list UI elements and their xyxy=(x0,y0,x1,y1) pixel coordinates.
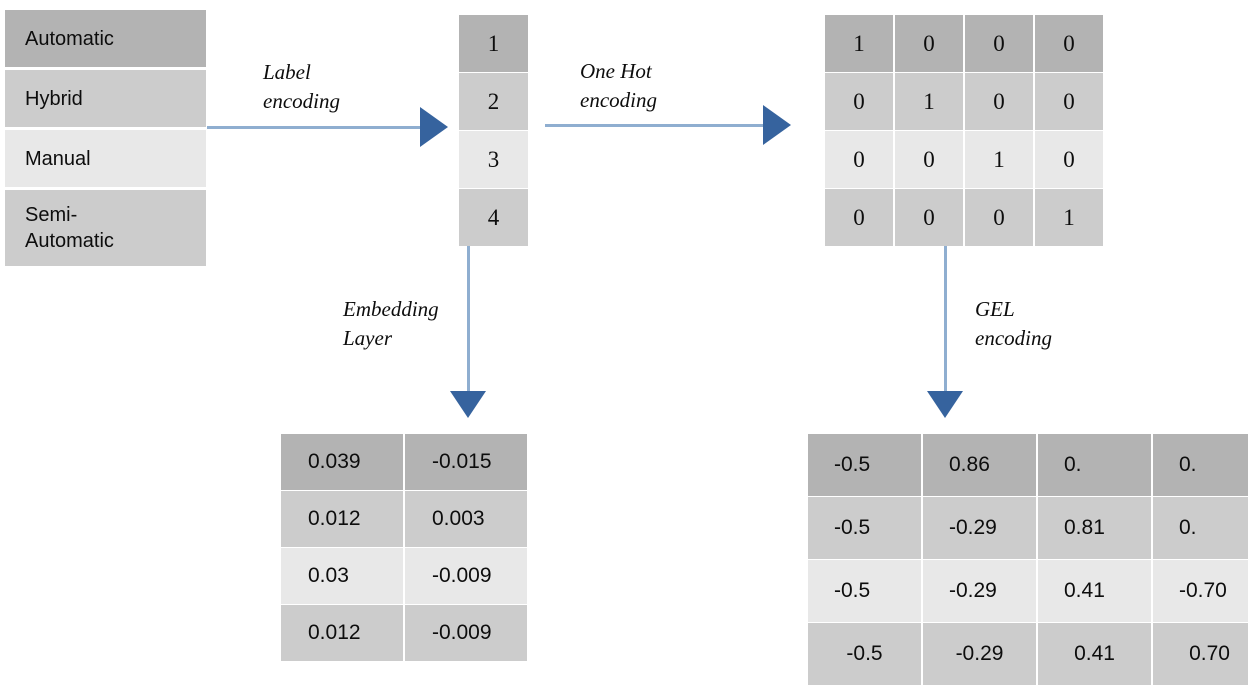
embedding-cell-r3c1: 0.03 xyxy=(281,548,403,604)
gel-cell-r2c1: -0.5 xyxy=(808,497,921,559)
gel-cell-r4c4: 0.70 xyxy=(1153,623,1248,685)
category-item-automatic: Automatic xyxy=(5,10,206,67)
onehot-cell-r1c1: 1 xyxy=(825,15,893,72)
gel-cell-r4c2: -0.29 xyxy=(923,623,1036,685)
original-categories-table: Automatic Hybrid Manual Semi- Automatic xyxy=(5,10,206,266)
embedding-cell-r4c2: -0.009 xyxy=(405,605,527,661)
onehot-cell-r4c2: 0 xyxy=(895,189,963,246)
label-value-1: 1 xyxy=(459,15,528,72)
gel-cell-r4c3: 0.41 xyxy=(1038,623,1151,685)
gel-cell-r1c4: 0. xyxy=(1153,434,1248,496)
label-encoding-caption: Label encoding xyxy=(263,60,340,113)
embedding-layer-arrow-line xyxy=(467,246,470,394)
gel-matrix-table: -0.5 0.86 0. 0. -0.5 -0.29 0.81 0. -0.5 … xyxy=(808,434,1248,685)
onehot-cell-r1c3: 0 xyxy=(965,15,1033,72)
onehot-cell-r3c1: 0 xyxy=(825,131,893,188)
one-hot-encoding-arrow-head xyxy=(763,105,791,145)
gel-encoding-caption: GEL encoding xyxy=(975,297,1052,350)
embedding-cell-r3c2: -0.009 xyxy=(405,548,527,604)
onehot-cell-r4c4: 1 xyxy=(1035,189,1103,246)
embedding-layer-caption: Embedding Layer xyxy=(343,297,439,350)
one-hot-encoding-caption: One Hot encoding xyxy=(580,59,657,112)
onehot-cell-r2c2: 1 xyxy=(895,73,963,130)
onehot-cell-r2c1: 0 xyxy=(825,73,893,130)
gel-encoding-arrow-head xyxy=(927,391,963,418)
onehot-cell-r4c3: 0 xyxy=(965,189,1033,246)
gel-cell-r3c2: -0.29 xyxy=(923,560,1036,622)
embedding-cell-r1c2: -0.015 xyxy=(405,434,527,490)
gel-cell-r2c3: 0.81 xyxy=(1038,497,1151,559)
onehot-cell-r3c2: 0 xyxy=(895,131,963,188)
gel-cell-r1c3: 0. xyxy=(1038,434,1151,496)
embedding-cell-r1c1: 0.039 xyxy=(281,434,403,490)
label-encoded-table: 1 2 3 4 xyxy=(459,15,528,246)
gel-cell-r3c4: -0.70 xyxy=(1153,560,1248,622)
onehot-cell-r1c4: 0 xyxy=(1035,15,1103,72)
category-item-hybrid: Hybrid xyxy=(5,70,206,127)
onehot-cell-r3c3: 1 xyxy=(965,131,1033,188)
onehot-cell-r2c4: 0 xyxy=(1035,73,1103,130)
gel-cell-r1c1: -0.5 xyxy=(808,434,921,496)
embedding-layer-arrow-head xyxy=(450,391,486,418)
category-item-semi-automatic: Semi- Automatic xyxy=(5,190,206,266)
embedding-matrix-table: 0.039 -0.015 0.012 0.003 0.03 -0.009 0.0… xyxy=(281,434,527,661)
label-encoding-arrow-head xyxy=(420,107,448,147)
label-encoding-arrow-line xyxy=(207,126,422,129)
gel-cell-r1c2: 0.86 xyxy=(923,434,1036,496)
label-value-4: 4 xyxy=(459,189,528,246)
gel-cell-r2c2: -0.29 xyxy=(923,497,1036,559)
gel-cell-r3c3: 0.41 xyxy=(1038,560,1151,622)
category-item-manual: Manual xyxy=(5,130,206,187)
label-value-2: 2 xyxy=(459,73,528,130)
embedding-cell-r2c1: 0.012 xyxy=(281,491,403,547)
gel-cell-r2c4: 0. xyxy=(1153,497,1248,559)
onehot-cell-r1c2: 0 xyxy=(895,15,963,72)
embedding-cell-r4c1: 0.012 xyxy=(281,605,403,661)
label-value-3: 3 xyxy=(459,131,528,188)
onehot-cell-r3c4: 0 xyxy=(1035,131,1103,188)
one-hot-encoding-arrow-line xyxy=(545,124,765,127)
gel-encoding-arrow-line xyxy=(944,246,947,394)
gel-cell-r4c1: -0.5 xyxy=(808,623,921,685)
onehot-cell-r4c1: 0 xyxy=(825,189,893,246)
one-hot-matrix-table: 1 0 0 0 0 1 0 0 0 0 1 0 0 0 0 1 xyxy=(825,15,1103,246)
gel-cell-r3c1: -0.5 xyxy=(808,560,921,622)
embedding-cell-r2c2: 0.003 xyxy=(405,491,527,547)
onehot-cell-r2c3: 0 xyxy=(965,73,1033,130)
